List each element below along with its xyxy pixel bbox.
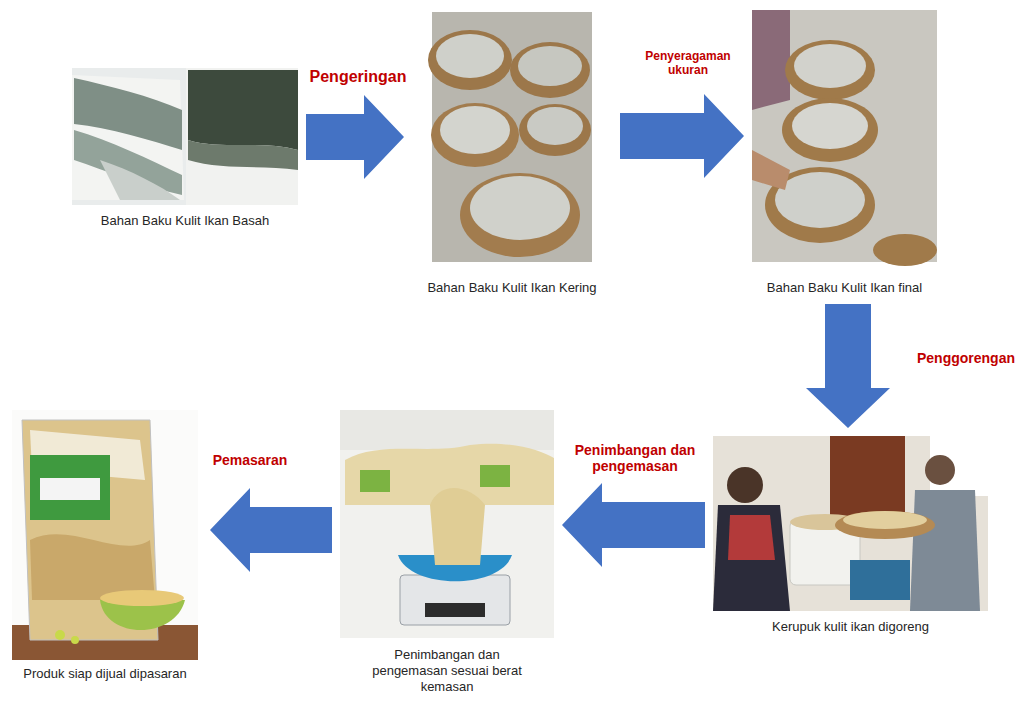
step-caption: Produk siap dijual dipasaran <box>8 666 202 682</box>
photo-size-sorting <box>752 10 937 266</box>
photo-frame <box>412 12 612 280</box>
step-label: Penimbangan dan pengemasan <box>560 442 710 474</box>
step-caption: Penimbangan dan pengemasan sesuai berat … <box>365 647 530 695</box>
photo-frame <box>713 436 988 619</box>
step-label: Penggorengan <box>912 350 1020 366</box>
block-arrow <box>562 483 705 567</box>
step-label: Penyeragaman ukuran <box>628 50 748 78</box>
block-arrow <box>306 95 404 179</box>
step-label: Pemasaran <box>200 452 300 468</box>
photo-frame <box>752 10 937 280</box>
step-label: Pengeringan <box>298 68 418 86</box>
photo-frame <box>340 410 554 647</box>
process-step: Bahan Baku Kulit Ikan final <box>752 10 937 296</box>
process-step: Penimbangan dan pengemasan sesuai berat … <box>340 410 554 695</box>
step-caption: Bahan Baku Kulit Ikan Basah <box>75 213 295 229</box>
block-arrow <box>210 488 332 572</box>
process-step: Bahan Baku Kulit Ikan Kering <box>412 12 612 296</box>
step-caption: Kerupuk kulit ikan digoreng <box>731 619 971 635</box>
step-caption: Bahan Baku Kulit Ikan Kering <box>412 280 612 296</box>
block-arrow <box>806 304 890 428</box>
process-step: Produk siap dijual dipasaran <box>8 410 202 682</box>
block-arrow <box>620 94 744 178</box>
photo-frame <box>72 68 298 213</box>
step-caption: Bahan Baku Kulit Ikan final <box>752 280 937 296</box>
process-step: Bahan Baku Kulit Ikan Basah <box>72 68 298 229</box>
photo-frame <box>8 410 202 666</box>
photo-frying <box>713 436 988 611</box>
photo-dried-fish-skin <box>428 12 592 262</box>
photo-weighing <box>340 410 554 638</box>
process-step: Kerupuk kulit ikan digoreng <box>713 436 988 635</box>
photo-wet-fish-skin <box>72 68 298 205</box>
photo-product <box>12 410 198 660</box>
